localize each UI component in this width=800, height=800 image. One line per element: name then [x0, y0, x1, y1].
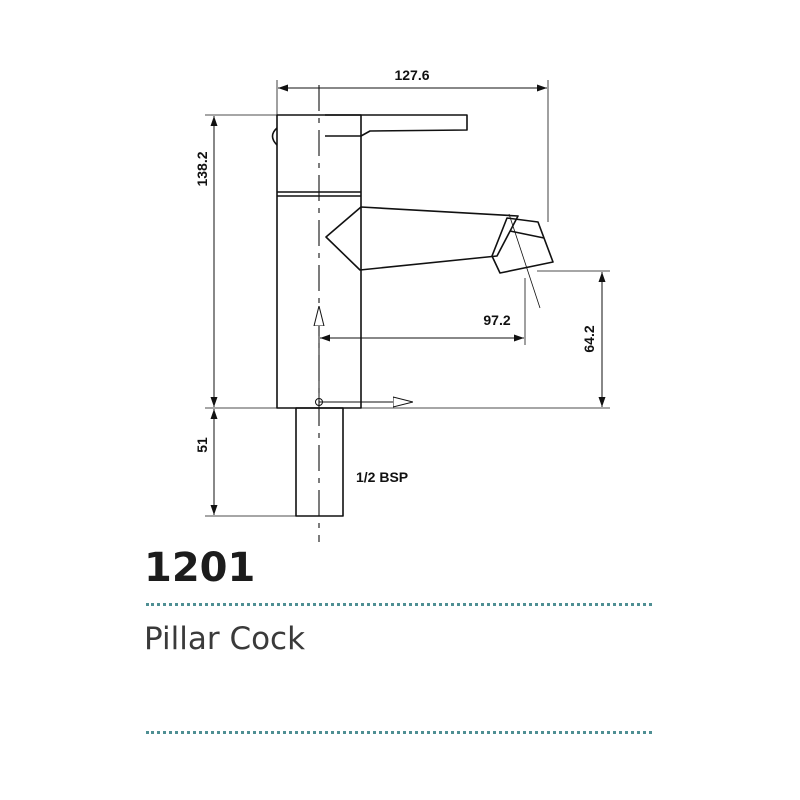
model-number: 1201: [144, 545, 256, 591]
dimension-tail-length: 51: [194, 437, 210, 453]
dimension-spout-height: 64.2: [581, 325, 597, 352]
thread-label: 1/2 BSP: [356, 469, 408, 485]
axis-origin: [315, 398, 323, 406]
aerator: [491, 217, 554, 274]
extension-line: [508, 213, 541, 309]
divider-top: [146, 603, 652, 606]
product-name: Pillar Cock: [144, 621, 306, 657]
dimension-overall-height: 138.2: [194, 151, 210, 186]
divider-bottom: [146, 731, 652, 734]
dimension-overall-reach: 127.6: [394, 67, 429, 83]
dimension-spout-reach: 97.2: [483, 312, 510, 328]
knob: [271, 127, 278, 146]
spout: [325, 206, 519, 271]
technical-drawing: 127.6 138.2 51 97.2 64.2 1/2 BSP: [194, 67, 610, 542]
aerator-line: [509, 230, 545, 239]
lever-handle: [325, 114, 468, 137]
